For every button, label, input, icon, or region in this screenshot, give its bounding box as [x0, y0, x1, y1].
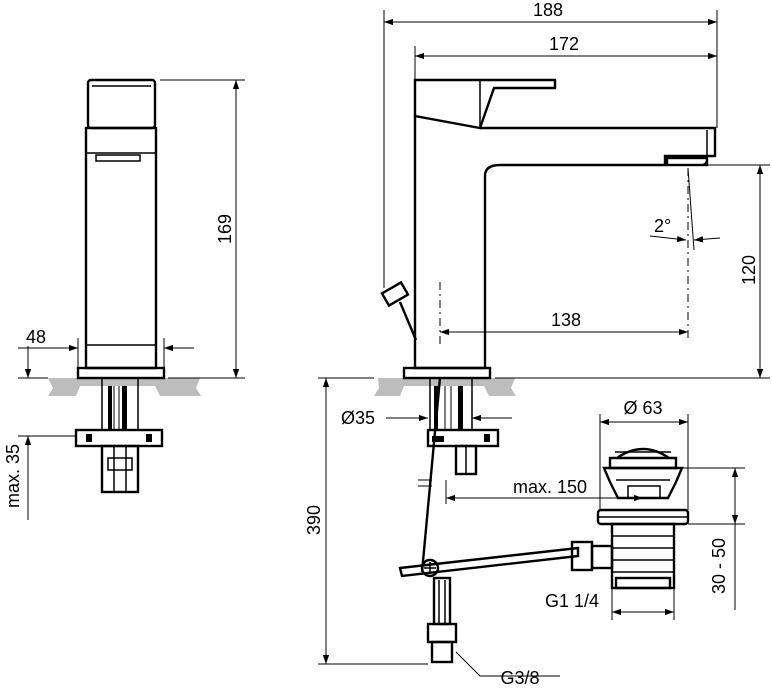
dim-supply-thread: G3/8 — [500, 668, 539, 688]
dim-overall-length: 188 — [533, 0, 563, 20]
dim-height: 169 — [215, 214, 235, 244]
dim-waste-diameter: Ø 63 — [623, 398, 662, 418]
dim-waste-thread: G1 1/4 — [545, 591, 599, 611]
spout-body — [413, 116, 717, 370]
rod-clip — [420, 558, 440, 578]
dim-supply-length: 390 — [304, 505, 324, 535]
dim-pull-rod-distance: max. 150 — [513, 477, 587, 497]
base-plate-side — [76, 366, 166, 380]
lever-handle-front — [413, 78, 557, 130]
dim-reach: 138 — [551, 310, 581, 330]
dim-base-width: 48 — [26, 327, 46, 347]
pop-up-knob — [380, 280, 418, 341]
supply-nut — [426, 622, 458, 644]
side-view: 169 48 max. 35 — [3, 78, 245, 520]
dim-mounting-thickness: max. 35 — [3, 444, 23, 508]
dim-waste-adjustment: 30 - 50 — [709, 538, 729, 594]
tap-body-side — [84, 126, 158, 370]
waste-assembly — [570, 447, 690, 590]
dim-spout-height: 120 — [739, 255, 759, 285]
front-view: 188 172 120 2° 138 Ø35 Ø 63 max. 1 — [304, 0, 770, 688]
dim-spout-length: 172 — [549, 34, 579, 54]
lever-handle-side — [86, 78, 157, 130]
base-plate-front — [402, 366, 492, 380]
lever-bar — [398, 546, 580, 578]
aerator — [665, 156, 709, 167]
countertop-right — [374, 378, 516, 396]
dim-spray-angle: 2° — [654, 216, 671, 236]
dim-hole-diameter: Ø35 — [341, 408, 375, 428]
countertop-left — [48, 378, 201, 396]
